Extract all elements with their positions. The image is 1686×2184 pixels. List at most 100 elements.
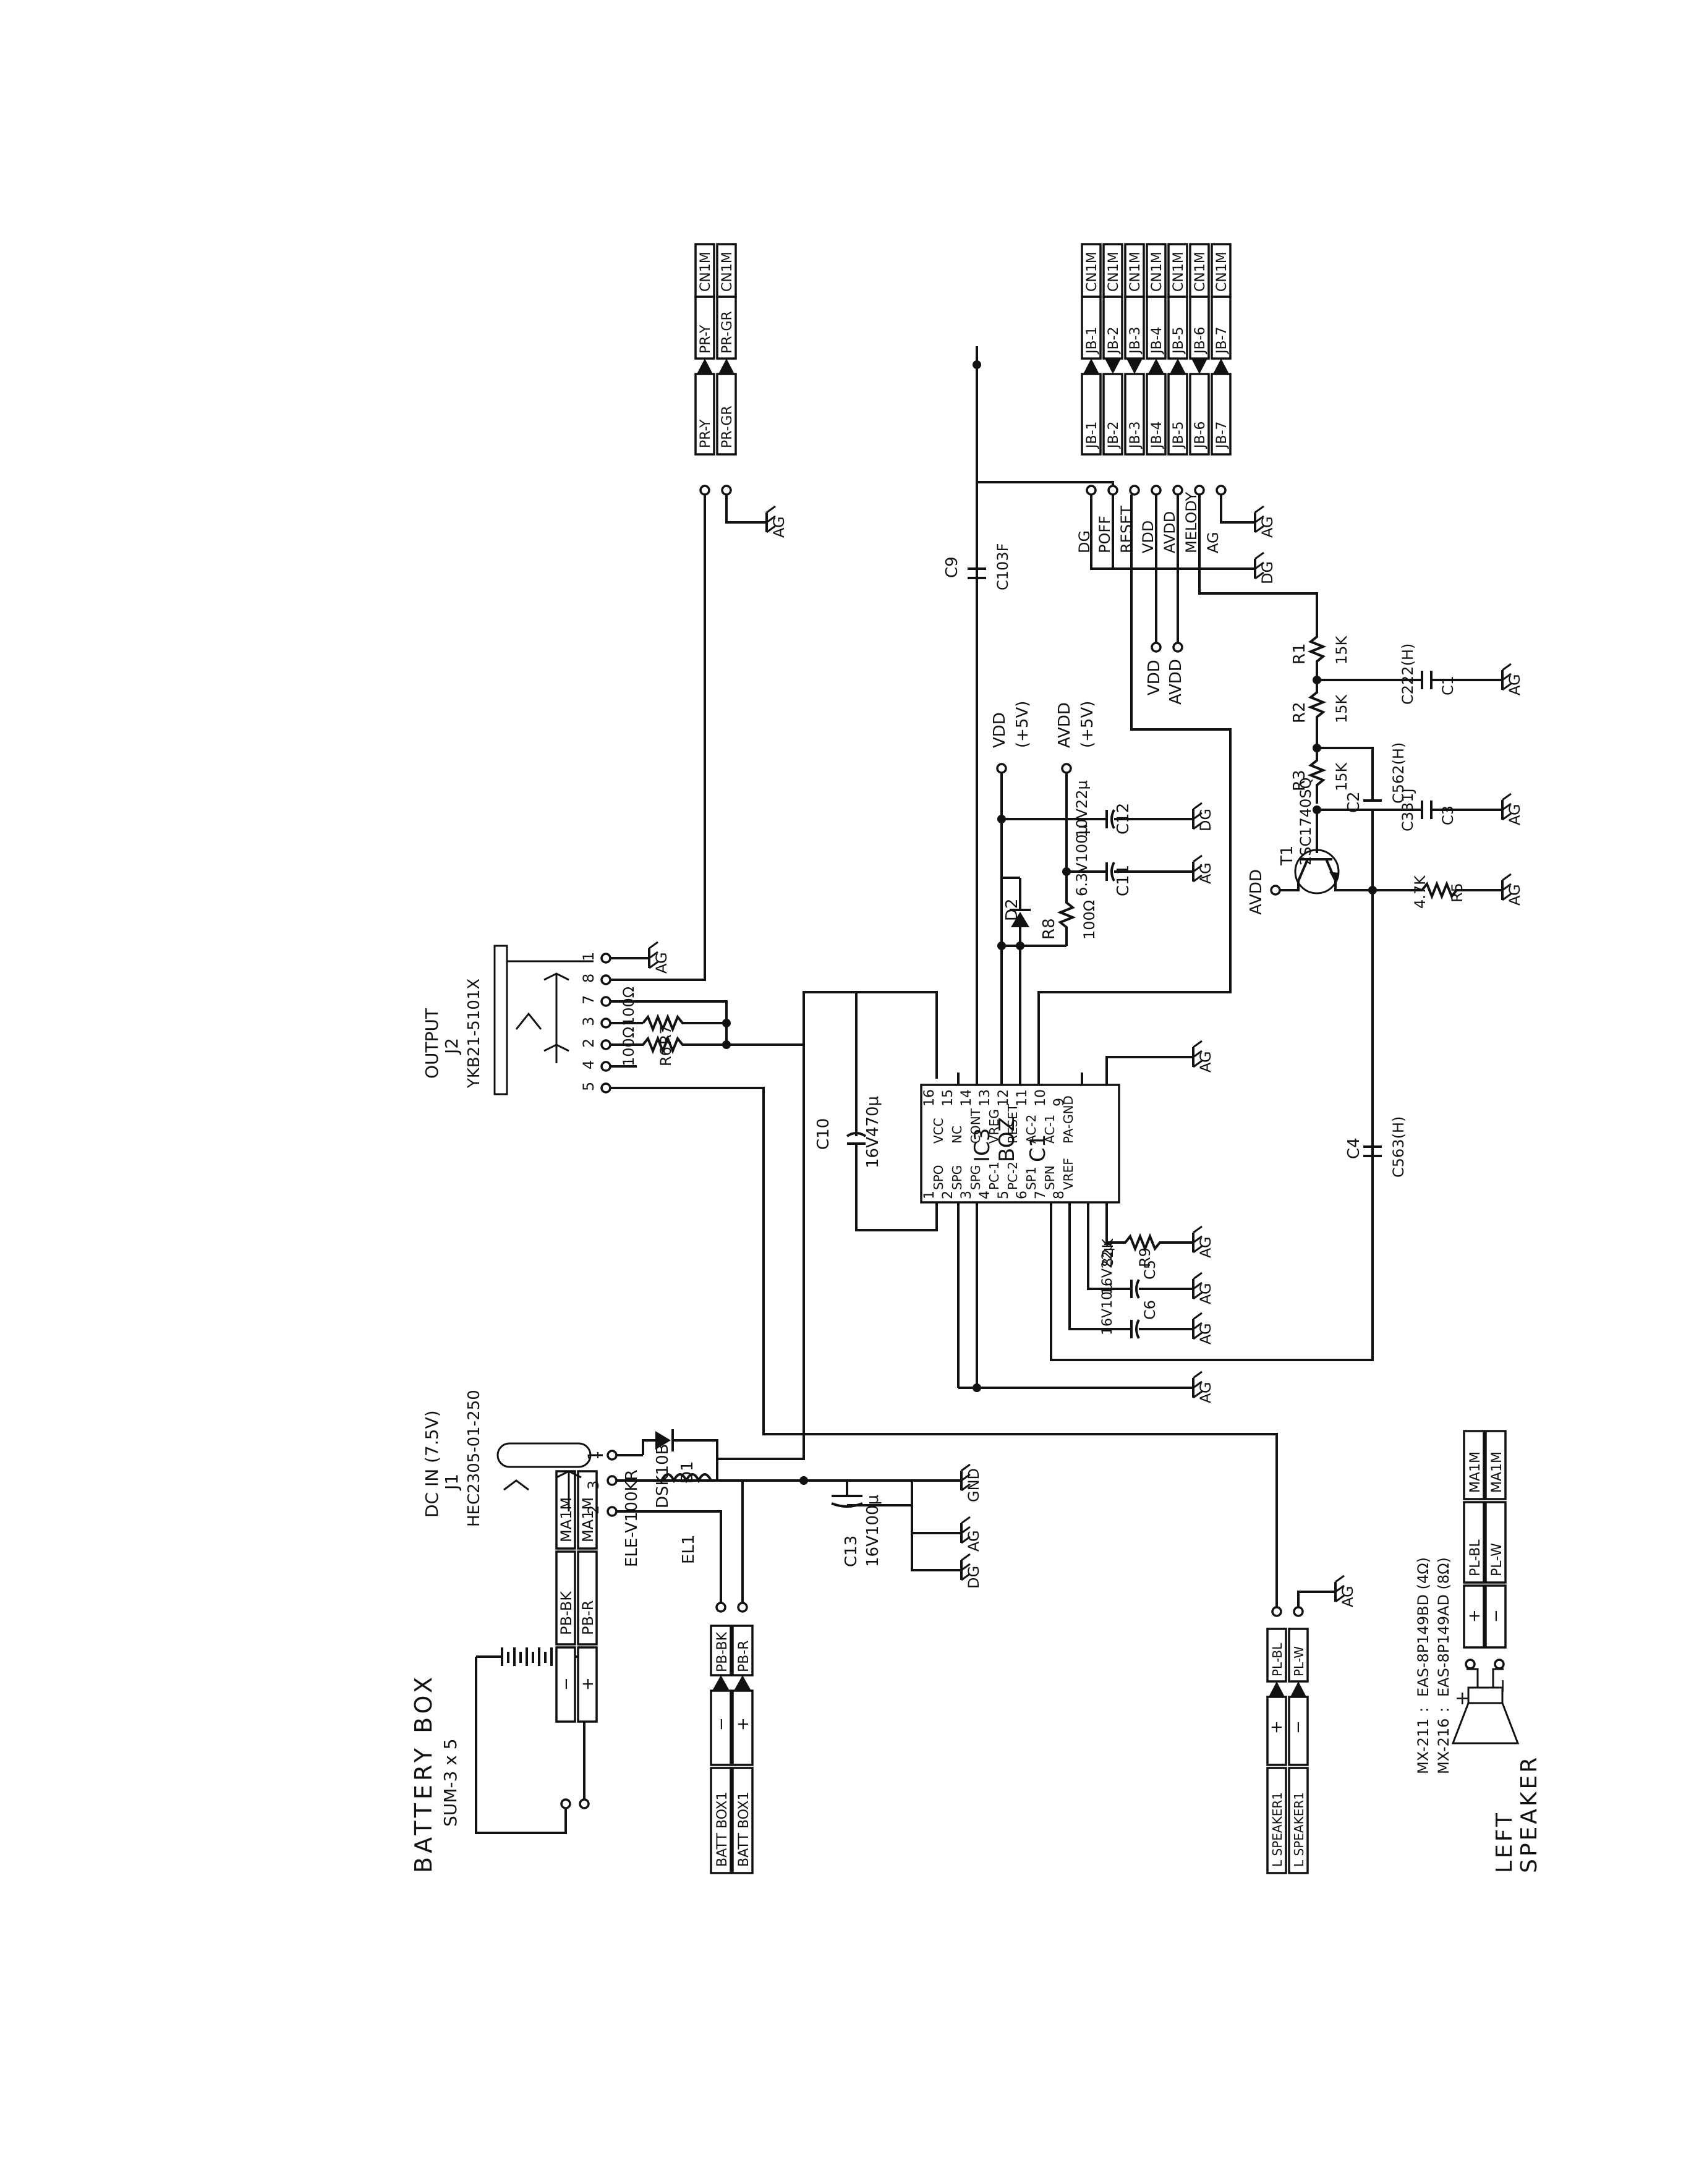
jb-signal-dg: DG xyxy=(1076,530,1093,553)
avdd-tag-terminal xyxy=(1061,763,1072,774)
jb-label-5: JB-5 xyxy=(1171,421,1186,449)
output-pin-4: 4 xyxy=(580,1060,597,1069)
speaker-lead-minus-sign: − xyxy=(1487,1609,1505,1623)
dc-in-title: DC IN (7.5V) xyxy=(422,1410,442,1518)
ic-pin-name-3: SPG xyxy=(968,1165,983,1190)
batt-harness-minus-arrow xyxy=(712,1675,730,1691)
r5-value: 4.7K xyxy=(1411,875,1429,909)
speaker-lead-minus-ref: MA1M xyxy=(1489,1451,1505,1493)
r6-value: 100Ω xyxy=(620,1027,637,1066)
gnd-label-ag-r9: AG xyxy=(1197,1236,1214,1258)
output-pin-8-terminal xyxy=(600,974,611,985)
speaker-model-2-sep: : xyxy=(1435,1707,1452,1712)
ic-pin-name-13: VREG xyxy=(987,1109,1002,1144)
batt-harness-minus-pin-box xyxy=(710,1625,732,1676)
gnd-label-dg-dc: DG xyxy=(965,1566,982,1589)
r9-value: 82K xyxy=(1099,1238,1117,1267)
spk-harness-target-box-0 xyxy=(1266,1628,1287,1683)
t1-ref: T1 xyxy=(1278,846,1296,866)
dc-in-ref: J1 xyxy=(441,1474,462,1491)
jb-ref-box-4 xyxy=(1146,243,1167,298)
battery-lead-minus-label: PB-BK xyxy=(558,1591,575,1635)
spk-harness-sign-1: − xyxy=(1289,1720,1308,1734)
c12-ref: C12 xyxy=(1114,803,1133,835)
battery-lead-minus-sign-box xyxy=(555,1646,576,1723)
spk-harness-target-box-1 xyxy=(1288,1628,1309,1683)
batt-harness-plus-arrow xyxy=(734,1675,751,1691)
dc-in-part: HEC2305-01-250 xyxy=(465,1390,483,1527)
speaker-lead-plus-sign: + xyxy=(1465,1609,1484,1623)
jb-target-box-3 xyxy=(1124,295,1145,360)
jb-connector: JB-1JB-1CN1MJB-2JB-2CN1MJB-3JB-3CN1MJB-4… xyxy=(1081,243,1232,496)
ic-pin-num-14: 14 xyxy=(959,1089,974,1107)
dc-in-jack-symbol xyxy=(496,1442,603,1511)
jb-vdd-tap-label: VDD xyxy=(1145,660,1164,695)
jb-ref-1: CN1M xyxy=(1084,252,1100,292)
jb-ref-box-3 xyxy=(1124,243,1145,298)
jb-ref-4: CN1M xyxy=(1149,252,1165,292)
dc-in-pin-2: 2 xyxy=(585,1505,602,1515)
output-pin-5: 5 xyxy=(580,1082,597,1091)
battery-lead-minus-label-box xyxy=(555,1550,576,1646)
batt-harness-plus-sign: + xyxy=(734,1717,752,1731)
r2-value: 15K xyxy=(1333,694,1350,723)
spk-harness-label-box-1 xyxy=(1288,1767,1309,1874)
jb-arrow-4 xyxy=(1148,359,1164,374)
battery-lead-plus-label: PB-R xyxy=(579,1600,597,1635)
ic-pin-name-6: SP1 xyxy=(1024,1167,1039,1190)
batt-harness-minus-box xyxy=(710,1767,732,1874)
output-ref: J2 xyxy=(441,1038,462,1055)
pr-arrow-0 xyxy=(697,359,713,374)
gnd-label-ag-pr: AG xyxy=(770,516,788,538)
speaker-lead-plus-ref: MA1M xyxy=(1468,1451,1483,1493)
output-pin-3-terminal xyxy=(600,1018,611,1029)
ic-pin-name-14: CONT xyxy=(968,1108,983,1144)
gnd-label-dg-jb: DG xyxy=(1259,561,1276,584)
ic-pin-num-6: 6 xyxy=(1015,1191,1030,1199)
c12-value: 10V22μ xyxy=(1073,780,1091,838)
batt-harness-minus-label: BATT BOX1 xyxy=(715,1791,730,1867)
jb-avdd-tap-terminal xyxy=(1172,642,1183,653)
speaker-model-1-part: EAS-8P149BD (4Ω) xyxy=(1415,1557,1432,1697)
gnd-label-dg-c12: DG xyxy=(1197,809,1214,831)
spk-harness-arrow-0 xyxy=(1269,1681,1285,1697)
jb-ref-2: CN1M xyxy=(1106,252,1122,292)
gnd-label-ag-jb: AG xyxy=(1259,516,1276,538)
r2-ref: R2 xyxy=(1290,702,1309,723)
jb-arrow-5 xyxy=(1170,359,1186,374)
batt-harness-minus-pin: PB-BK xyxy=(715,1631,730,1672)
speaker-lead-plus-sign-box xyxy=(1463,1584,1485,1649)
jb-target-6: JB-6 xyxy=(1193,326,1208,355)
c1-ref: C1 xyxy=(1439,676,1457,695)
speaker-lead-plus-ref-box xyxy=(1463,1430,1485,1500)
ic-pin-name-8: VREF xyxy=(1061,1158,1076,1190)
c10-value: 16V470μ xyxy=(864,1096,882,1168)
ic-pin-num-16: 16 xyxy=(922,1089,937,1107)
jb-ref-box-2 xyxy=(1102,243,1123,298)
ic-pin-name-16: VCC xyxy=(931,1118,946,1144)
ic-pin-num-10: 10 xyxy=(1033,1089,1049,1107)
spk-harness-target-1: PL-W xyxy=(1292,1646,1306,1676)
speaker-harness: L SPEAKER1+PL-BLL SPEAKER1−PL-W xyxy=(1266,1628,1309,1874)
battery-lead-plus-ref-box xyxy=(577,1470,598,1550)
ic-pin-name-12: RESET xyxy=(1005,1103,1020,1144)
t1-part: 2SC1740SQ xyxy=(1297,778,1314,865)
gnd-label-ag-dc: AG xyxy=(965,1530,982,1552)
jb-terminal-4 xyxy=(1151,485,1162,496)
jb-arrow-2 xyxy=(1105,359,1121,374)
batt-harness-plus-pin: PB-R xyxy=(736,1640,752,1672)
speaker-model-1-sep: : xyxy=(1415,1707,1432,1712)
battery-lead-minus-ref-box xyxy=(555,1470,576,1550)
jb-ref-box-5 xyxy=(1167,243,1188,298)
speaker-model-2: MX-216 xyxy=(1435,1719,1452,1774)
spk-harness-label-1: L SPEAKER1 xyxy=(1292,1792,1306,1867)
batt-harness-plus-box xyxy=(731,1767,754,1874)
jb-target-box-7 xyxy=(1211,295,1232,360)
c4-ref: C4 xyxy=(1345,1137,1363,1159)
r3-value: 15K xyxy=(1333,762,1350,791)
pr-label-1: PR-GR xyxy=(720,406,735,448)
gnd-label-ag-output: AG xyxy=(653,952,670,974)
vdd-tag-terminal xyxy=(996,763,1007,774)
c13-ref: C13 xyxy=(842,1536,861,1567)
battery-terminal-minus xyxy=(560,1798,571,1809)
